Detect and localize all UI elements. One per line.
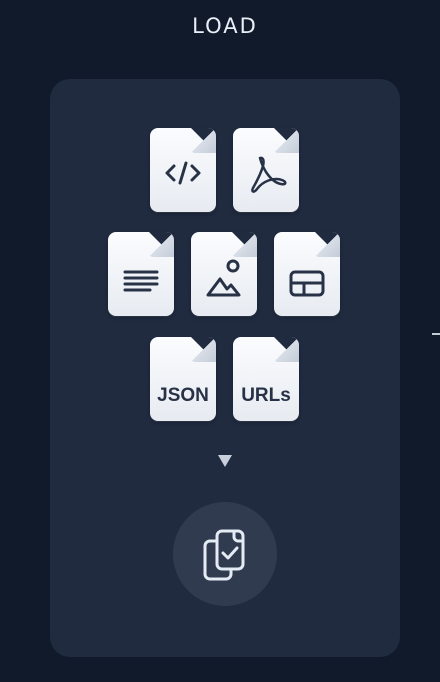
json-file[interactable]: JSON (150, 337, 216, 421)
urls-file[interactable]: URLs (233, 337, 299, 421)
page-title: LOAD (192, 14, 258, 38)
json-label: JSON (157, 385, 209, 406)
image-icon (206, 259, 241, 297)
pdf-file[interactable] (233, 128, 299, 212)
image-file[interactable] (191, 232, 257, 316)
pdf-icon (251, 156, 287, 193)
urls-label: URLs (241, 385, 291, 406)
table-file[interactable] (274, 232, 340, 316)
copy-check-icon[interactable] (173, 502, 277, 606)
text-lines-icon (123, 270, 159, 292)
text-file[interactable] (108, 232, 174, 316)
code-file[interactable] (150, 128, 216, 212)
connector-edge-mark (432, 333, 440, 335)
code-icon (165, 161, 201, 185)
triangle-down-icon (218, 455, 232, 467)
table-icon (289, 270, 325, 297)
